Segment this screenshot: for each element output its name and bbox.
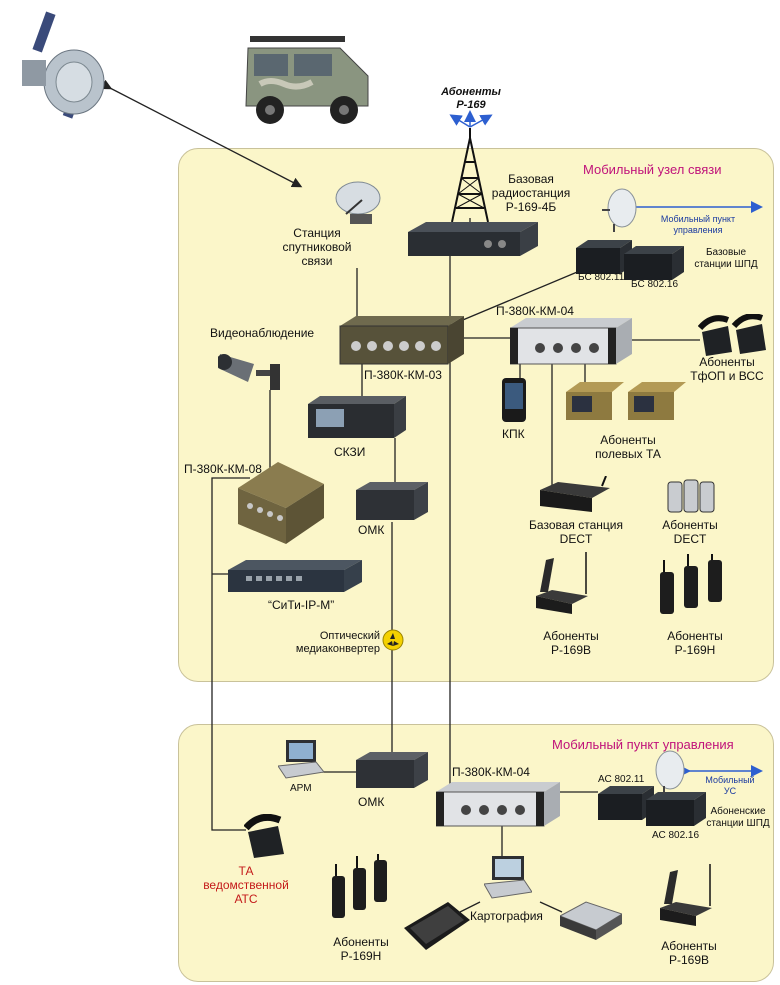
desk-phone-bottom-icon <box>244 814 284 858</box>
cctv-camera-icon <box>218 354 280 390</box>
desk-phone-icon <box>698 314 766 356</box>
label-arm: АРМ <box>290 783 312 794</box>
dish-antenna-icon <box>602 188 637 232</box>
label-omk-top: ОМК <box>358 523 385 537</box>
network-switch-icon <box>228 560 362 592</box>
label-skzi: СКЗИ <box>334 445 366 459</box>
dish-antenna-bottom-icon <box>655 750 685 794</box>
label-p380-km04-bottom: П-380К-КМ-04 <box>452 765 530 779</box>
bs-80216-device-icon <box>624 246 684 280</box>
vehicle-radio-bottom-icon <box>660 864 712 926</box>
radio-tower-icon <box>451 128 489 223</box>
laptop-icon <box>278 740 324 779</box>
base-radio-rack-icon <box>408 222 538 256</box>
label-p380-km03: П-380К-КМ-03 <box>364 368 442 382</box>
label-bs-80216: БС 802.16 <box>631 279 679 290</box>
as-80216-device-icon <box>646 792 706 826</box>
skzi-device-icon <box>308 396 406 438</box>
label-kpk: КПК <box>502 427 525 441</box>
vehicle-icon <box>245 36 369 124</box>
dect-handset-icon <box>667 479 715 513</box>
scanner-icon <box>560 901 622 940</box>
label-as-80216: АС 802.16 <box>652 830 700 841</box>
pda-icon <box>502 378 526 422</box>
dect-base-icon <box>540 476 610 512</box>
label-as-80211: АС 802.11 <box>598 774 645 785</box>
mobile-cp-title: Мобильный пункт управления <box>552 737 734 752</box>
vehicle-radio-icon <box>536 552 588 614</box>
portable-radio-bottom-icon <box>332 854 387 918</box>
laptop-cartography-icon <box>484 856 532 899</box>
km04-top-device-icon <box>510 318 632 365</box>
satellite-icon <box>22 11 105 119</box>
label-p380-km04-top: П-380К-КМ-04 <box>496 304 574 318</box>
km03-device-icon <box>339 316 464 365</box>
portable-radio-icon <box>660 554 722 614</box>
km08-device-icon <box>238 462 324 544</box>
label-bs-80211: БС 802.11 <box>578 272 625 283</box>
label-cartography: Картография <box>470 909 543 923</box>
label-p380-km08: П-380К-КМ-08 <box>184 462 262 476</box>
km04-bottom-device-icon <box>436 782 560 827</box>
media-converter-bottom-icon <box>356 752 428 788</box>
field-phone-icon <box>566 382 686 420</box>
tablet-icon <box>404 902 470 950</box>
media-converter-icon <box>356 482 428 520</box>
label-video: Видеонаблюдение <box>210 326 315 340</box>
optical-converter-icon <box>382 629 404 651</box>
label-omk-bottom: ОМК <box>358 795 385 809</box>
label-citi: “СиТи-IP-М” <box>268 598 335 612</box>
mobile-node-title: Мобильный узел связи <box>583 162 722 177</box>
satellite-dish-icon <box>335 181 381 224</box>
